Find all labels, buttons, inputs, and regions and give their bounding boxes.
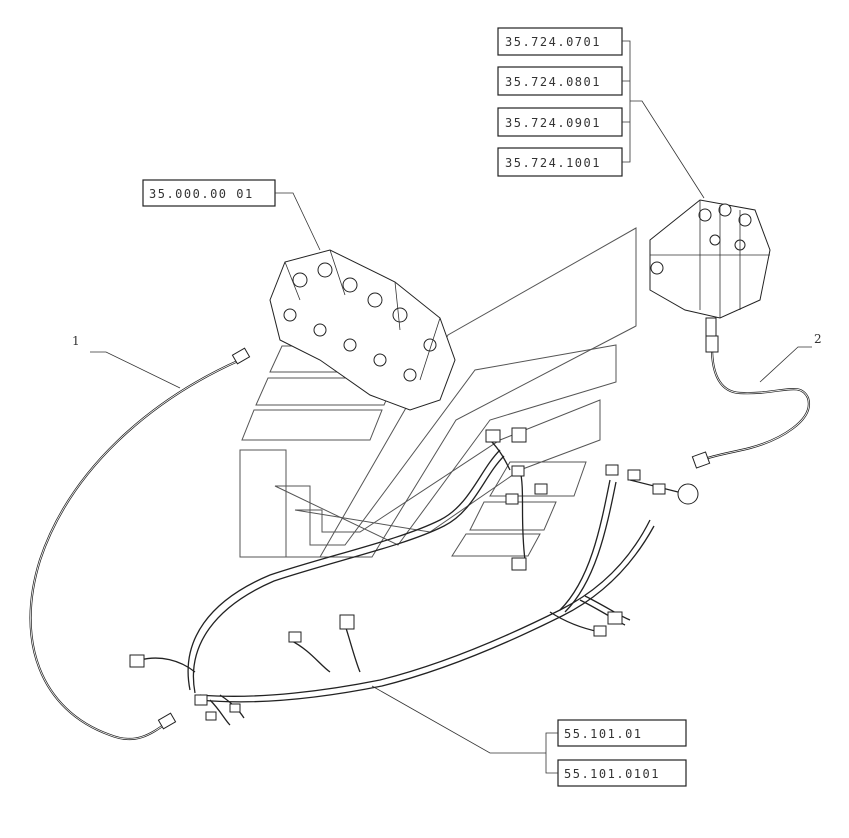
ref-box[interactable]: 55.101.01 <box>557 719 687 747</box>
harness-connector <box>511 427 527 443</box>
control-valve-right[interactable] <box>649 199 771 337</box>
ref-label: 35.724.0901 <box>505 116 601 130</box>
ref-box[interactable]: 35.724.0801 <box>497 66 623 96</box>
ref-box[interactable]: 35.724.1001 <box>497 147 623 177</box>
harness-connector <box>511 557 527 571</box>
harness-connector <box>677 483 699 505</box>
cable-item-1[interactable] <box>29 347 251 741</box>
connector-plug <box>157 712 177 730</box>
harness-connector <box>288 631 302 643</box>
callout-number: 2 <box>814 332 822 346</box>
wiring-harness[interactable] <box>129 427 699 726</box>
harness-connector <box>627 469 641 481</box>
harness-connector <box>607 611 623 625</box>
callout-1: 1 <box>72 334 181 389</box>
ref-box[interactable]: 55.101.0101 <box>557 759 687 787</box>
harness-connector <box>129 654 145 668</box>
harness-connector <box>511 465 525 477</box>
valve-fitting <box>705 317 717 337</box>
leader-line <box>622 40 705 199</box>
leader-line <box>759 346 812 383</box>
ref-label: 55.101.0101 <box>564 767 660 781</box>
ref-box[interactable]: 35.724.0901 <box>497 107 623 137</box>
ref-box[interactable]: 35.724.0701 <box>497 27 623 56</box>
harness-connector <box>652 483 666 495</box>
harness-connector <box>605 464 619 476</box>
ref-box[interactable]: 35.000.00 01 <box>142 179 276 207</box>
ref-group-harness: 55.101.01 55.101.0101 <box>371 685 687 787</box>
ref-label: 35.724.0801 <box>505 75 601 89</box>
ref-group-valve-b: 35.000.00 01 <box>142 179 321 251</box>
harness-connector <box>534 483 548 495</box>
harness-connector <box>593 625 607 637</box>
connector-plug <box>691 451 711 469</box>
harness-connector <box>485 429 501 443</box>
connector-plug <box>231 347 251 365</box>
leader-line <box>90 351 181 389</box>
control-valve-left[interactable] <box>269 249 456 411</box>
callout-2: 2 <box>759 332 822 383</box>
harness-connector <box>339 614 355 630</box>
ref-label: 35.724.0701 <box>505 35 601 49</box>
connector-plug <box>705 335 719 353</box>
ref-label: 35.000.00 01 <box>149 187 254 201</box>
callout-number: 1 <box>72 334 80 348</box>
harness-connector <box>205 711 217 721</box>
leader-line <box>371 685 558 774</box>
harness-connector <box>229 703 241 713</box>
cable-item-2[interactable] <box>691 335 810 469</box>
harness-connector <box>194 694 208 706</box>
ref-label: 55.101.01 <box>564 727 643 741</box>
ref-label: 35.724.1001 <box>505 156 601 170</box>
ref-group-valve-a: 35.724.0701 35.724.0801 35.724.0901 35.7… <box>497 27 705 199</box>
leader-line <box>275 192 321 251</box>
harness-connector <box>505 493 519 505</box>
